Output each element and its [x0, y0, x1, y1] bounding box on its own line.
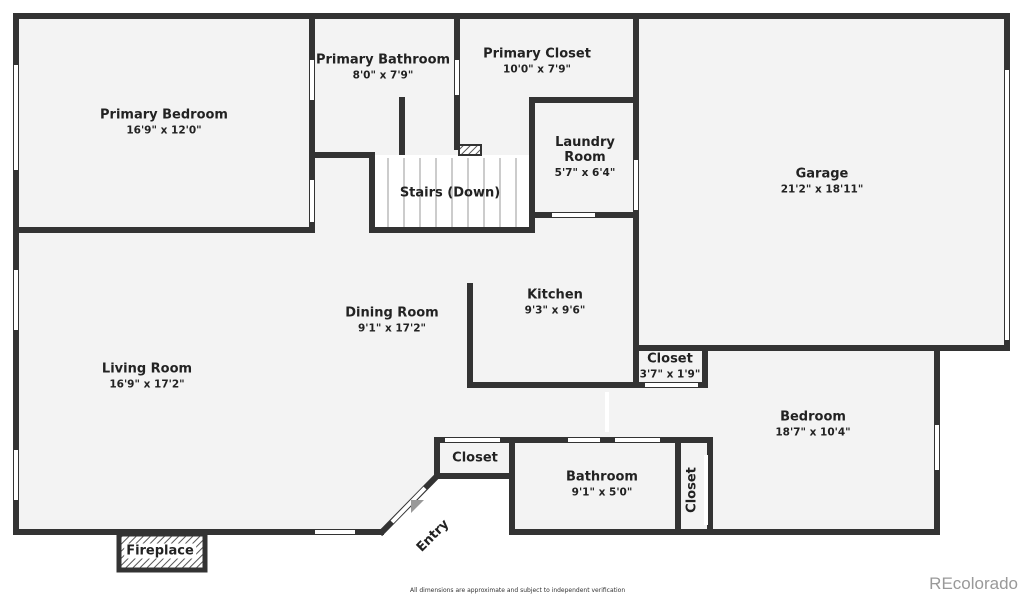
room-name: Garage — [795, 166, 849, 182]
room-name: Bathroom — [566, 469, 638, 485]
room-dims: 16'9" x 17'2" — [109, 378, 185, 391]
disclaimer: All dimensions are approximate and subje… — [410, 587, 626, 594]
room-name: Primary Closet — [483, 46, 591, 62]
room-name: Dining Room — [345, 305, 439, 321]
room-name: Fireplace — [126, 543, 194, 559]
room-dims: 16'9" x 12'0" — [126, 124, 202, 137]
room-dims: 8'0" x 7'9" — [352, 69, 414, 82]
room-dims: 21'2" x 18'11" — [780, 183, 864, 196]
room-name: Closet — [684, 467, 700, 513]
room-name: Primary Bedroom — [100, 107, 228, 123]
room-name: Laundry Room — [555, 135, 615, 165]
room-dims: 9'1" x 5'0" — [571, 486, 633, 499]
room-dims: 9'3" x 9'6" — [524, 304, 586, 317]
room-name: Closet — [452, 450, 498, 466]
room-dims: 9'1" x 17'2" — [358, 322, 426, 335]
brand-logo: REcolorado — [929, 574, 1018, 593]
room-laundry: Laundry Room 5'7" x 6'4" — [550, 135, 620, 179]
windows-and-doors — [14, 60, 1009, 534]
room-name: Bedroom — [780, 409, 846, 425]
room-closet-entry: Closet — [452, 451, 498, 466]
room-name: Primary Bathroom — [315, 52, 451, 68]
floor-area — [16, 16, 1007, 532]
room-dims: 3'7" x 1'9" — [639, 368, 701, 381]
entry-arrow-icon — [411, 500, 424, 513]
room-closet-vertical: Closet — [685, 467, 700, 513]
room-name: Stairs (Down) — [399, 185, 501, 201]
room-name: Closet — [647, 351, 693, 367]
stairs-label: Stairs (Down) — [400, 186, 500, 201]
room-dims: 18'7" x 10'4" — [775, 426, 851, 439]
stair-treads — [387, 158, 517, 228]
room-name: Living Room — [101, 361, 193, 377]
room-dims: 10'0" x 7'9" — [503, 63, 571, 76]
fireplace-label: Fireplace — [124, 543, 196, 559]
room-dims: 5'7" x 6'4" — [554, 167, 616, 179]
room-name: Kitchen — [527, 287, 583, 303]
